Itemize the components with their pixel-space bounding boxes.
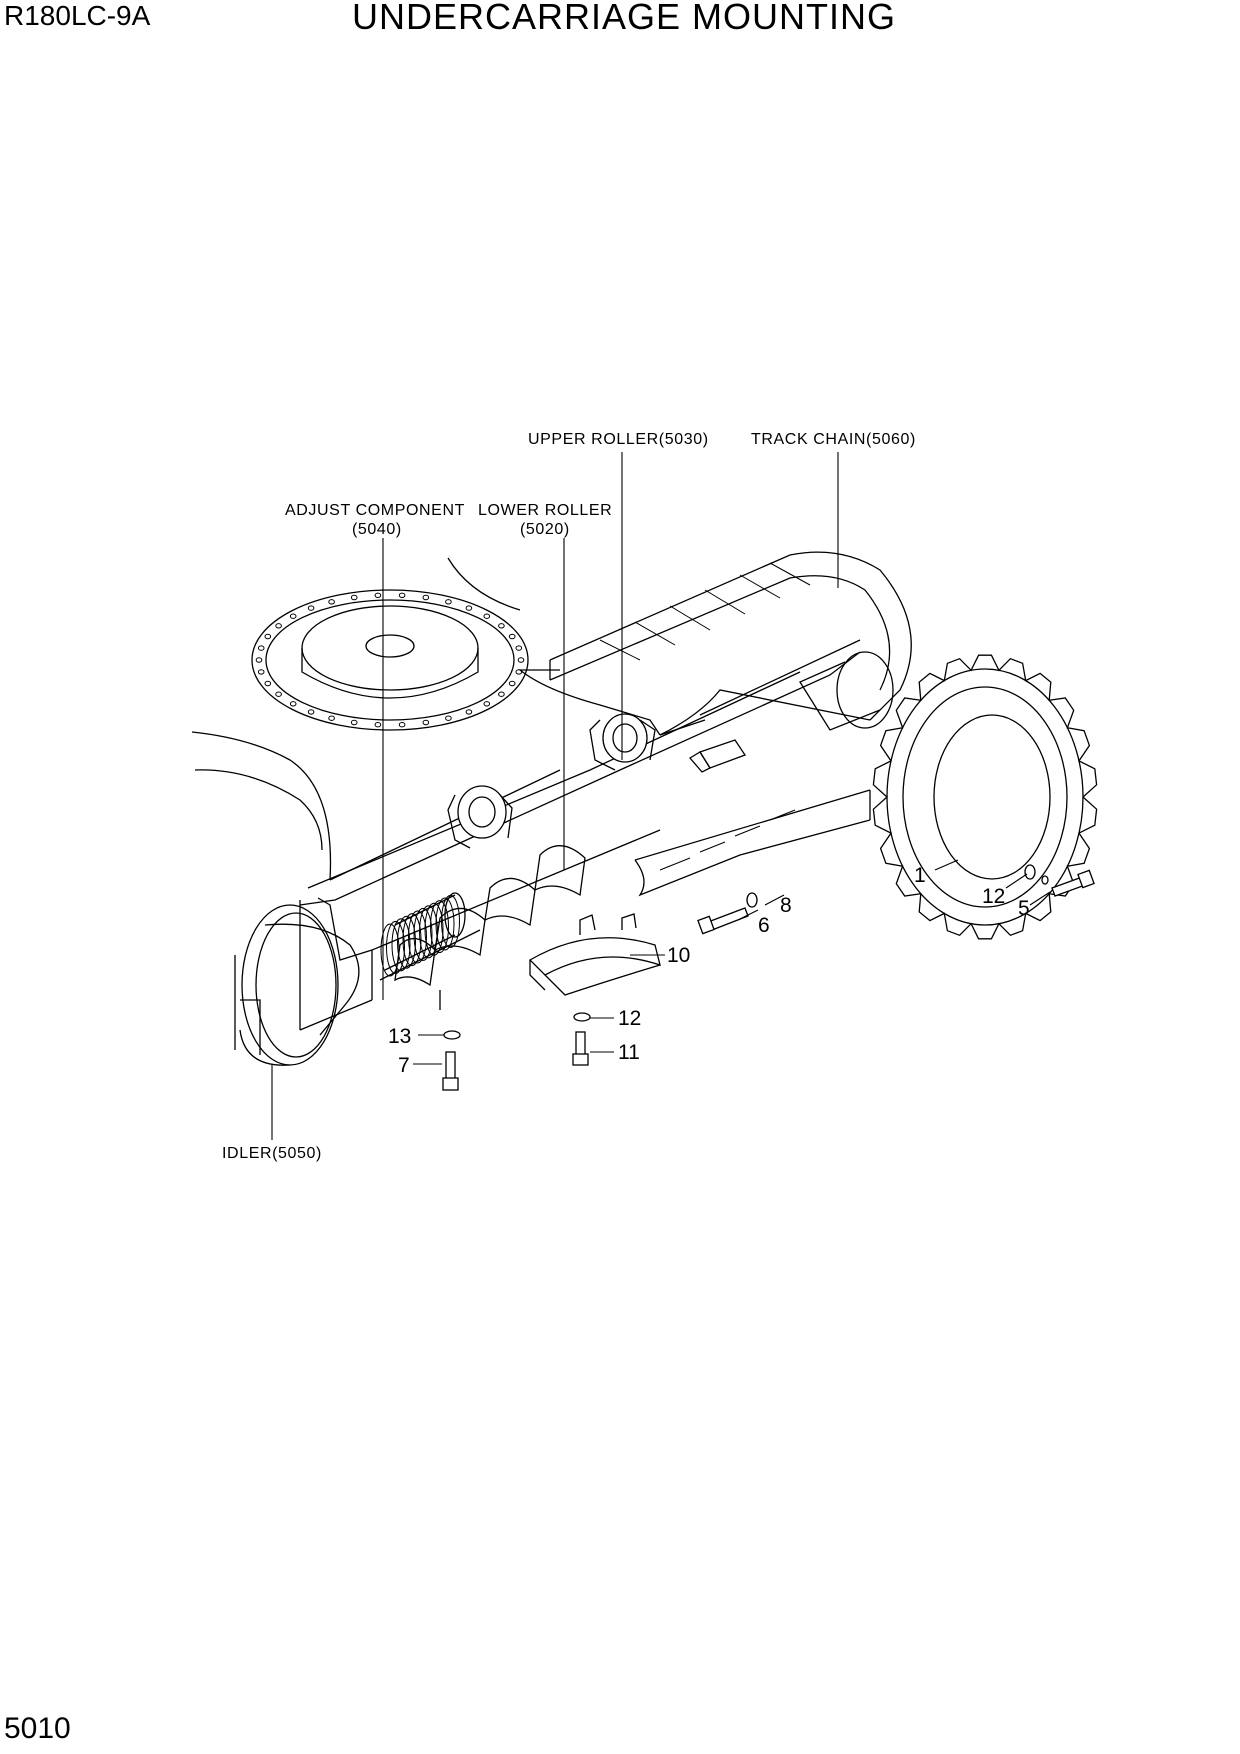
part-number-7: 7 bbox=[398, 1054, 410, 1077]
bolt-hole bbox=[328, 715, 335, 721]
upper-roller-2 bbox=[447, 785, 513, 849]
part-number-12-sprocket: 12 bbox=[982, 885, 1005, 908]
spring-coil bbox=[413, 907, 433, 961]
bolt-hole bbox=[257, 645, 265, 651]
part-number-6: 6 bbox=[758, 914, 770, 937]
bolt-hole bbox=[275, 623, 282, 629]
swing-bearing bbox=[251, 557, 529, 731]
bolt-hole bbox=[374, 592, 382, 598]
adjust-component-spring bbox=[380, 892, 466, 977]
callout-lower-roller: LOWER ROLLER bbox=[478, 502, 612, 519]
spring-coil bbox=[391, 918, 411, 972]
callout-upper-roller: UPPER ROLLER(5030) bbox=[528, 431, 709, 448]
sprocket bbox=[872, 654, 1098, 940]
callout-lower-roller-ref: (5020) bbox=[520, 521, 570, 538]
lower-rollers bbox=[379, 845, 586, 1010]
bolt-hole bbox=[307, 709, 315, 715]
spring-coil bbox=[435, 897, 455, 951]
bolt-hole bbox=[508, 633, 516, 640]
bolt-hole bbox=[422, 719, 430, 726]
track-guard-small bbox=[689, 739, 746, 773]
bolt-hole bbox=[422, 594, 430, 601]
bolt-hole bbox=[257, 669, 265, 675]
part-number-10: 10 bbox=[667, 944, 690, 967]
bolt-hole bbox=[465, 605, 473, 611]
part-number-5: 5 bbox=[1018, 897, 1030, 920]
bolt-hole bbox=[275, 691, 282, 697]
fasteners bbox=[442, 864, 1095, 1091]
spring-coil bbox=[419, 905, 438, 959]
bolt-hole bbox=[264, 680, 272, 687]
bolt-hole bbox=[483, 613, 491, 619]
bolt-hole bbox=[508, 680, 516, 687]
part-number-11: 11 bbox=[618, 1041, 640, 1064]
bolt-hole bbox=[465, 709, 473, 715]
bolt-hole bbox=[498, 623, 505, 629]
bolt-hole bbox=[398, 722, 406, 728]
callout-idler: IDLER(5050) bbox=[222, 1145, 322, 1162]
bolt-hole bbox=[328, 599, 335, 605]
track-chain-drawing bbox=[549, 551, 912, 871]
bolt-hole bbox=[289, 613, 297, 619]
callout-adjust-component: ADJUST COMPONENT bbox=[285, 502, 465, 519]
part-number-1: 1 bbox=[914, 864, 926, 887]
model-code: R180LC-9A bbox=[4, 0, 151, 31]
part-number-12-guard: 12 bbox=[618, 1007, 641, 1030]
page-number: 5010 bbox=[4, 1712, 71, 1745]
bolt-hole bbox=[350, 719, 358, 726]
bolt-hole bbox=[498, 691, 505, 697]
part-number-13: 13 bbox=[388, 1025, 411, 1048]
bolt-hole bbox=[255, 657, 263, 663]
bolt-hole bbox=[483, 701, 491, 707]
upper-roller-1 bbox=[589, 713, 656, 771]
bolt-hole bbox=[350, 594, 358, 601]
track-frame bbox=[191, 651, 871, 1031]
bolt-hole bbox=[445, 599, 452, 605]
bolt-holes bbox=[255, 592, 525, 728]
bolt-hole bbox=[445, 715, 452, 721]
leader-lines bbox=[271, 452, 1051, 1140]
part-number-8: 8 bbox=[780, 894, 792, 917]
bolt-hole bbox=[517, 657, 525, 663]
bolt-hole bbox=[307, 605, 315, 611]
bolt-hole bbox=[289, 701, 297, 707]
spring-coil bbox=[424, 902, 444, 956]
idler-wheel bbox=[234, 904, 360, 1066]
spring-coil bbox=[380, 923, 400, 977]
bolt-hole bbox=[264, 633, 272, 640]
spring-coil bbox=[408, 910, 427, 964]
bolt-hole bbox=[398, 592, 406, 598]
callout-track-chain: TRACK CHAIN(5060) bbox=[751, 431, 916, 448]
bolt-hole bbox=[515, 645, 523, 651]
spring-coil bbox=[397, 915, 416, 969]
spring-coil bbox=[402, 913, 422, 967]
track-guard bbox=[528, 913, 661, 996]
callout-adjust-component-ref: (5040) bbox=[352, 521, 402, 538]
spring-coil bbox=[430, 900, 449, 954]
page-title: UNDERCARRIAGE MOUNTING bbox=[352, 0, 897, 37]
spring-coil bbox=[386, 920, 405, 974]
bolt-hole bbox=[374, 722, 382, 728]
